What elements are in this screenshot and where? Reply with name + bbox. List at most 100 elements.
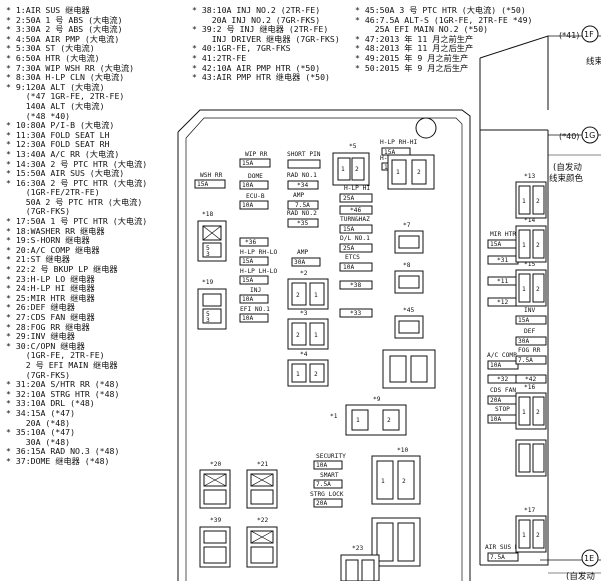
svg-text:EFI NO.1: EFI NO.1 <box>240 306 270 313</box>
svg-text:*9: *9 <box>373 396 381 403</box>
legend-left-item-47: * 37:DOME 继电器 (*48) <box>6 455 110 466</box>
legend-left-item-4: * 5:30A ST (大电流) <box>6 43 95 54</box>
svg-text:1: 1 <box>396 169 400 176</box>
legend-top-2: * 45:50A 3 号 PTC HTR (大电流) (*50)* 46:7.5… <box>355 5 545 73</box>
svg-text:5: 5 <box>206 245 210 252</box>
svg-text:H-LP LH-LO: H-LP LH-LO <box>240 268 278 275</box>
connector-1f: (*41) 1F <box>559 25 599 43</box>
svg-text:2: 2 <box>296 332 300 339</box>
relay-blank-2 <box>371 517 421 567</box>
svg-text:2: 2 <box>417 169 421 176</box>
legend-left-item-20: 50A 2 号 PTC HTR (大电流) <box>6 196 143 207</box>
svg-text:CDS FAN: CDS FAN <box>490 387 516 394</box>
relay-15: *15 1 2 <box>515 261 547 307</box>
svg-text:2: 2 <box>402 478 406 485</box>
legend-left-item-9: (*47 1GR-FE, 2TR-FE) <box>6 91 125 102</box>
svg-text:WIP RR: WIP RR <box>245 151 268 158</box>
svg-text:(*41): (*41) <box>559 31 579 40</box>
fuse-def: DEF 30A <box>515 328 547 346</box>
svg-text:20A: 20A <box>490 397 501 404</box>
svg-text:7.5A: 7.5A <box>490 554 505 561</box>
legend-left-item-33: * 28:FOG RR 继电器 <box>6 321 90 332</box>
svg-text:7.5A: 7.5A <box>316 481 331 488</box>
svg-text:*39: *39 <box>210 517 221 524</box>
legend-top2-item-1: * 46:7.5A ALT-S (1GR-FE, 2TR-FE *49) <box>355 14 533 25</box>
relay-10: *10 1 2 <box>371 447 421 505</box>
legend-top-1: * 38:10A INJ NO.2 (2TR-FE) 20A INJ NO.2 … <box>192 5 352 83</box>
relay-3: *3 2 1 <box>287 310 329 350</box>
fuse-box-outline <box>177 109 471 581</box>
legend-top1-item-1: 20A INJ NO.2 (7GR-FKS) <box>192 14 321 25</box>
legend-top1-item-5: * 41:2TR-FE <box>192 52 247 63</box>
svg-text:2: 2 <box>355 166 359 173</box>
relay-5: *5 1 2 <box>332 143 370 186</box>
svg-text:DEF: DEF <box>524 328 535 335</box>
legend-top2-item-2: 25A EFI MAIN NO.2 (*50) <box>355 24 489 35</box>
svg-text:*38: *38 <box>350 282 361 289</box>
relay-23: *23 <box>340 545 380 581</box>
note-mid-2: 线束颜色 <box>549 173 584 184</box>
fuse-31: *31 <box>487 255 519 265</box>
svg-text:2: 2 <box>536 198 540 205</box>
svg-text:*5: *5 <box>349 143 357 150</box>
svg-text:*20: *20 <box>210 461 221 468</box>
svg-text:*12: *12 <box>497 299 508 306</box>
fuse-air-sus-2: AIR SUS NO.2 7.5A <box>485 544 530 562</box>
legend-top1-item-6: * 42:10A AIR PMP HTR (*50) <box>192 62 321 73</box>
svg-text:30A: 30A <box>294 259 305 266</box>
svg-text:15A: 15A <box>242 160 253 167</box>
legend-top1-item-3: INJ DRIVER 继电器 (7GR-FKS) <box>192 33 340 44</box>
fuse-amp-1: AMP 7.5A <box>287 192 319 210</box>
fuse-11: *11 <box>487 276 519 286</box>
svg-text:*17: *17 <box>524 507 535 514</box>
relay-19: *19 5 3 <box>197 279 227 330</box>
legend-left-item-29: * 24:H-LP HI 继电器 <box>6 283 95 294</box>
svg-text:*4: *4 <box>300 351 308 358</box>
legend-left-item-42: * 34:15A (*47) <box>6 407 76 418</box>
svg-text:*19: *19 <box>202 279 213 286</box>
svg-text:15A: 15A <box>384 149 395 156</box>
svg-text:AIR SUS NO.2: AIR SUS NO.2 <box>485 544 530 551</box>
legend-left-item-39: * 31:20A S/HTR RR (*48) <box>6 379 120 390</box>
relay-39: *39 <box>199 517 231 568</box>
fuse-amp-2: AMP 30A <box>291 249 321 267</box>
svg-text:7.5A: 7.5A <box>518 357 533 364</box>
svg-text:15A: 15A <box>518 317 529 324</box>
fuse-rad-1: RAD NO.1 *34 <box>287 172 319 190</box>
fuse-hlp-rh-hi: H-LP RH-HI 15A <box>380 139 418 156</box>
legend-left-item-10: 140A ALT (大电流) <box>6 100 105 111</box>
fuse-32: *32 <box>487 374 519 384</box>
relay-8: *8 <box>394 262 424 294</box>
relay-45: *45 <box>394 307 424 339</box>
legend-left-item-30: * 25:MIR HTR 继电器 <box>6 292 95 303</box>
relay-4: *4 1 2 <box>287 351 329 387</box>
svg-text:2: 2 <box>387 417 391 424</box>
svg-text:*3: *3 <box>300 310 308 317</box>
legend-left-item-2: * 3:30A 2 号 ABS (大电流) <box>6 24 123 35</box>
legend-left-item-12: * 10:80A P/I-B (大电流) <box>6 120 115 131</box>
legend-left-item-21: (7GR-FKS) <box>6 206 71 217</box>
relay-20: *20 <box>199 461 231 509</box>
svg-text:*18: *18 <box>202 211 213 218</box>
relay-18: *18 5 3 <box>197 211 227 262</box>
legend-left-item-45: 30A (*48) <box>6 436 71 447</box>
fuse-wsh-rr: WSH RR 15A <box>194 172 226 189</box>
svg-text:RAD NO.1: RAD NO.1 <box>287 172 317 179</box>
legend-left-item-1: * 2:50A 1 号 ABS (大电流) <box>6 14 123 25</box>
svg-text:*7: *7 <box>403 222 411 229</box>
fuse-38: *38 <box>339 280 373 290</box>
legend-left-item-46: * 36:15A RAD NO.3 (*48) <box>6 446 120 457</box>
svg-text:10A: 10A <box>242 315 253 322</box>
svg-text:*8: *8 <box>403 262 411 269</box>
legend-left-item-8: * 9:120A ALT (大电流) <box>6 81 105 92</box>
svg-text:*21: *21 <box>257 461 268 468</box>
legend-top2-item-4: * 48:2013 年 11 月之后生产 <box>355 43 474 54</box>
svg-text:RAD NO.2: RAD NO.2 <box>287 210 317 217</box>
legend-left-item-15: * 13:40A A/C RR (大电流) <box>6 148 120 159</box>
fuse-security: SECURITY 10A <box>313 453 346 470</box>
legend-left-item-26: * 21:ST 继电器 <box>6 254 70 265</box>
svg-text:30A: 30A <box>518 338 529 345</box>
legend-top1-item-0: * 38:10A INJ NO.2 (2TR-FE) <box>192 5 321 15</box>
relay-blank-3 <box>515 439 547 477</box>
